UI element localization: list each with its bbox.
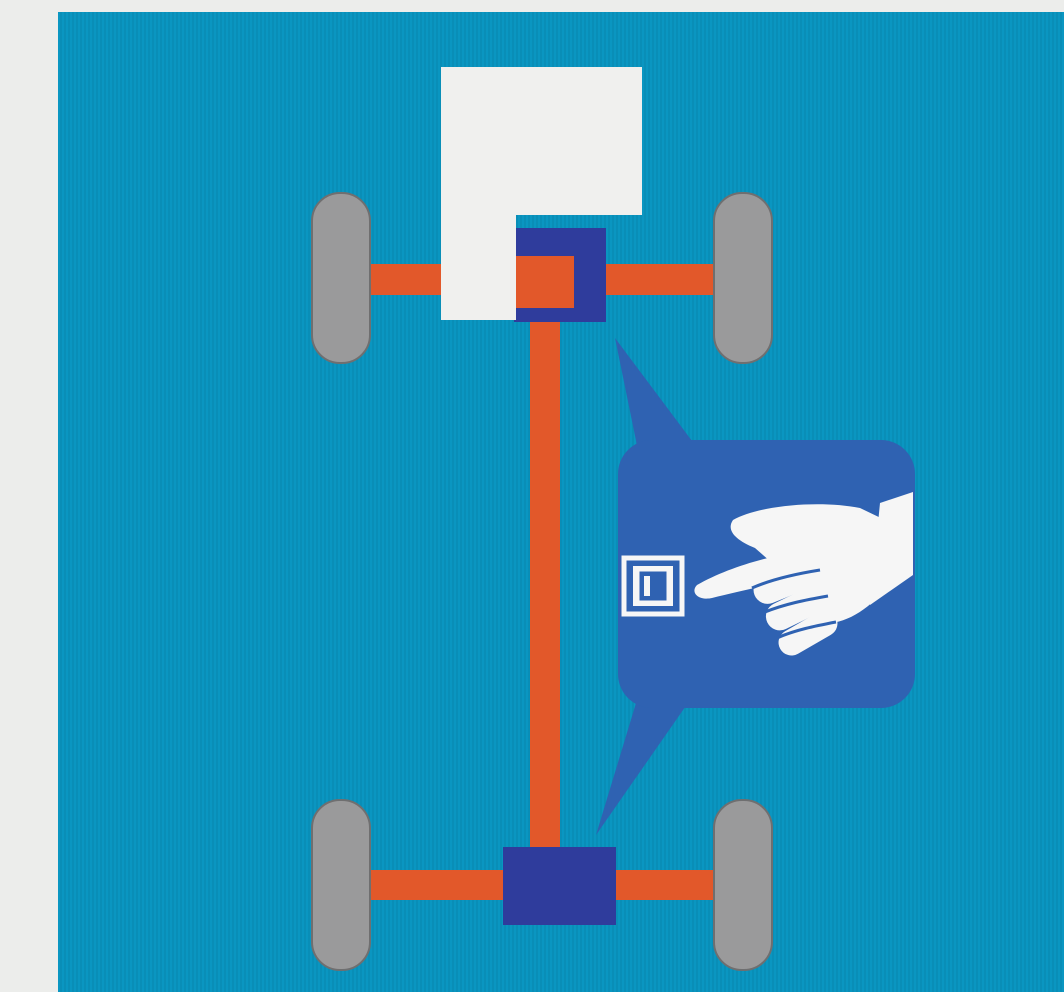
callout-upper-pointer: [615, 338, 695, 460]
rear-right-wheel: [713, 799, 773, 971]
rear-left-wheel: [311, 799, 371, 971]
driveshaft: [530, 320, 560, 850]
hand-pressing-switch-icon: [621, 492, 913, 656]
switch-slot: [644, 576, 650, 596]
switch-frame: [621, 555, 685, 617]
front-left-wheel: [311, 192, 371, 364]
rear-differential: [503, 847, 616, 925]
hand-finger-1: [753, 560, 821, 604]
front-right-wheel: [713, 192, 773, 364]
hand-outline: [751, 568, 837, 640]
rear-axle-right-shaft: [615, 870, 715, 900]
transfer-case-core: [514, 256, 574, 308]
hand-thumb: [822, 556, 869, 614]
front-axle-left-shaft: [370, 264, 442, 295]
front-axle-right-shaft: [605, 264, 715, 295]
engine-block: [441, 67, 642, 320]
switch-button: [639, 571, 667, 601]
hand-finger-3: [778, 610, 838, 656]
callout-lower-pointer: [596, 690, 690, 835]
rear-axle-left-shaft: [370, 870, 504, 900]
hand-finger-2: [765, 585, 829, 631]
pointing-hand-icon: [694, 492, 913, 656]
hand-index-finger: [694, 550, 834, 599]
